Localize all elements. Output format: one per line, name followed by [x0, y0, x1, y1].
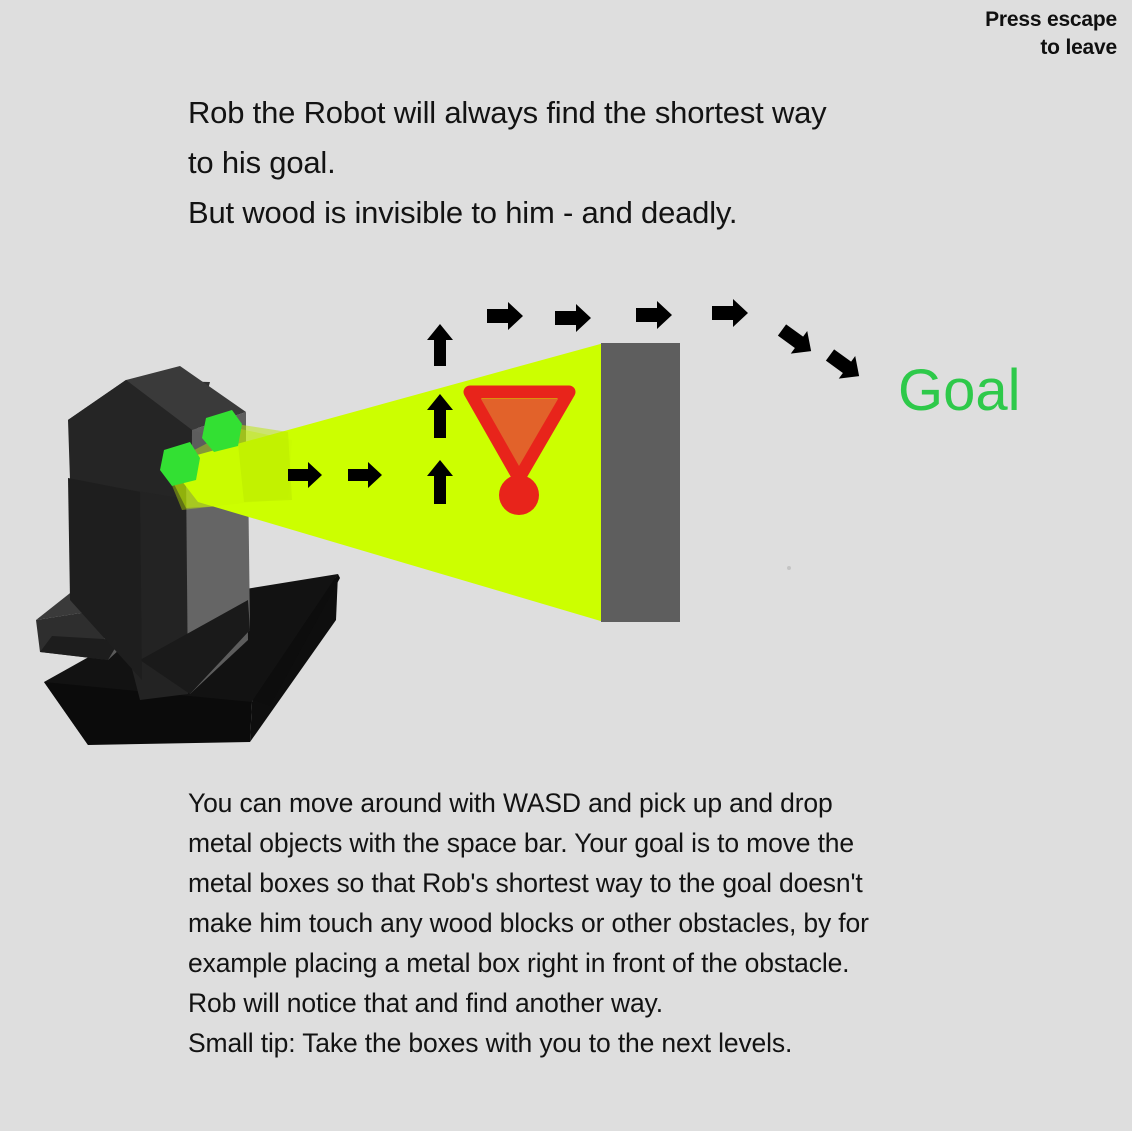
- robot-base-front: [44, 682, 252, 745]
- arrow-diagonal-1: [777, 324, 812, 354]
- arrow-diagonal-2: [825, 349, 860, 379]
- intro-line-2: to his goal.: [188, 145, 336, 180]
- arrow-up-1: [427, 460, 453, 504]
- robot-body-left-lower: [68, 478, 142, 680]
- intro-line-3: But wood is invisible to him - and deadl…: [188, 195, 738, 230]
- robot-eyes: [160, 410, 242, 486]
- robot-body-left: [68, 380, 188, 700]
- wood-obstacle-block: [601, 343, 680, 622]
- vision-cone-body: [168, 343, 604, 622]
- arrow-right-top-2: [555, 304, 591, 332]
- instructions-line-3: metal boxes so that Rob's shortest way t…: [188, 868, 863, 898]
- intro-text: Rob the Robot will always find the short…: [188, 88, 1048, 238]
- robot-body-lower-shadow: [140, 600, 250, 694]
- intro-line-1: Rob the Robot will always find the short…: [188, 95, 827, 130]
- path-arrows: [288, 299, 860, 504]
- scene-artifact-dot: [787, 566, 791, 570]
- vision-cone-wedge: [236, 424, 292, 502]
- robot-arm-side: [100, 540, 188, 660]
- robot-arm-shadow: [40, 636, 120, 660]
- robot-head-top: [126, 366, 246, 430]
- arrow-right-top-3: [636, 301, 672, 329]
- goal-label: Goal: [898, 358, 1021, 423]
- instructions-text: You can move around with WASD and pick u…: [188, 783, 1018, 1063]
- instructions-line-4: make him touch any wood blocks or other …: [188, 908, 869, 938]
- warning-dot: [499, 475, 539, 515]
- instructions-line-7: Small tip: Take the boxes with you to th…: [188, 1028, 793, 1058]
- instructions-line-6: Rob will notice that and find another wa…: [188, 988, 663, 1018]
- robot-base-right-wing: [253, 574, 340, 706]
- warning-sign: [463, 385, 576, 515]
- robot-eye-left: [160, 442, 200, 486]
- robot-body-front: [190, 430, 248, 694]
- robot-eye-right: [202, 410, 242, 452]
- arrow-up-2: [427, 394, 453, 438]
- robot-base-top-2: [44, 574, 338, 745]
- instructions-line-5: example placing a metal box right in fro…: [188, 948, 850, 978]
- arrow-right-low-1: [288, 462, 322, 488]
- instructions-line-2: metal objects with the space bar. Your g…: [188, 828, 854, 858]
- robot-body-top: [68, 380, 210, 448]
- robot-base-top: [48, 578, 336, 742]
- vision-cone-near-robot: [166, 432, 296, 508]
- robot-body-front-2: [186, 470, 250, 690]
- robot-base-right: [250, 574, 338, 742]
- arrow-right-top-4: [712, 299, 748, 327]
- robot-figure: [36, 366, 340, 745]
- robot-arm-top: [36, 540, 180, 620]
- escape-hint: Press escape to leave: [917, 6, 1117, 61]
- escape-hint-line-2: to leave: [1040, 35, 1117, 59]
- arrow-right-low-2: [348, 462, 382, 488]
- robot-arm-front: [36, 610, 108, 660]
- escape-hint-line-1: Press escape: [985, 8, 1117, 31]
- robot-head-left: [68, 380, 192, 500]
- robot-head-right: [192, 412, 246, 500]
- vision-cone: [164, 343, 604, 622]
- arrow-up-3: [427, 324, 453, 366]
- instructions-line-1: You can move around with WASD and pick u…: [188, 788, 833, 818]
- warning-triangle-outline: [463, 385, 576, 485]
- vision-cone-apex-overlay: [164, 428, 292, 510]
- arrow-right-top-1: [487, 302, 523, 330]
- warning-triangle-fill: [481, 399, 558, 466]
